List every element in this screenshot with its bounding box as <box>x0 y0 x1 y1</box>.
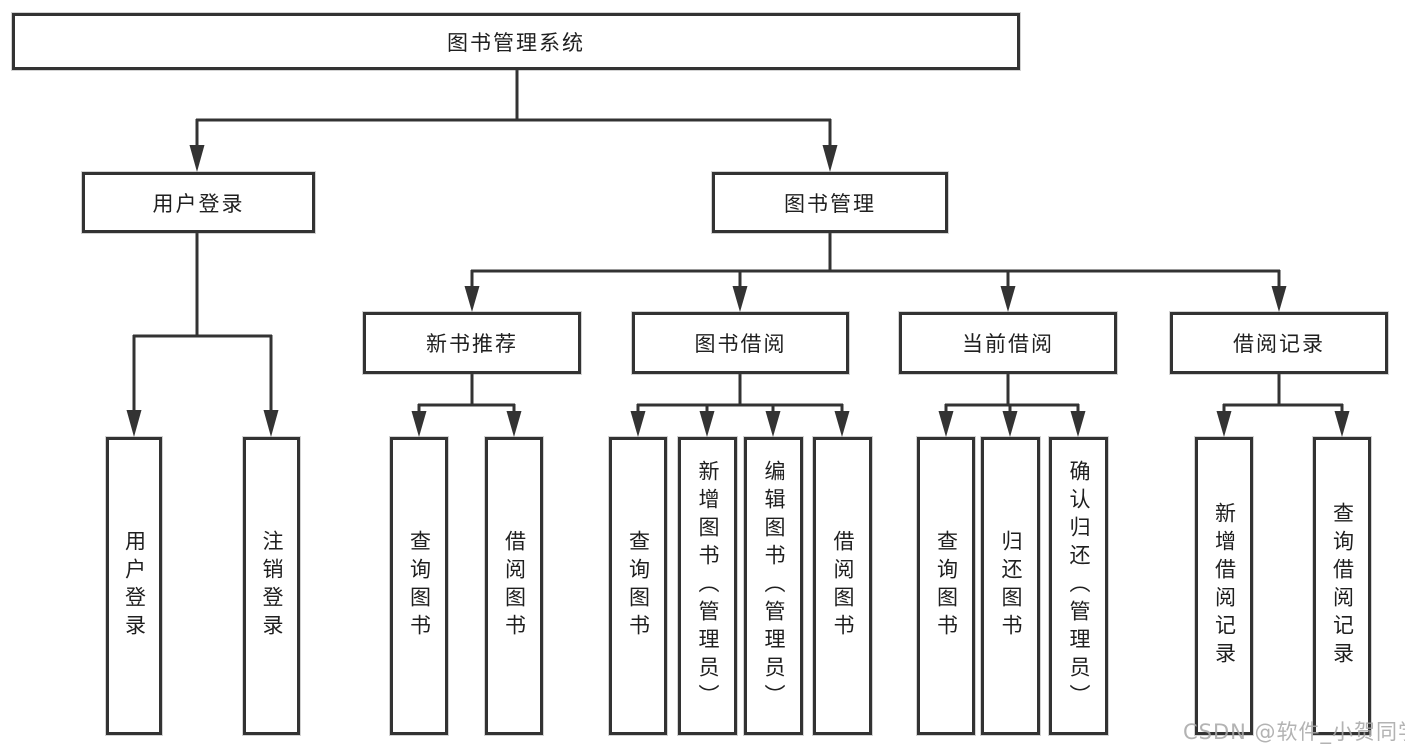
leaf-user-login-label: 用户登录 <box>122 530 147 642</box>
leaf-borrow-add-books-admin: 新增图书（管理员） <box>678 437 737 735</box>
arrowheads <box>126 145 1350 437</box>
node-user-login: 用户登录 <box>82 172 315 233</box>
leaf-records-add-record: 新增借阅记录 <box>1195 437 1253 735</box>
leaf-logout: 注销登录 <box>243 437 300 735</box>
csdn-watermark: CSDN @软件_小贺同学 <box>1183 720 1405 744</box>
leaf-current-return-books-label: 归还图书 <box>999 530 1023 642</box>
node-new-book-recommend: 新书推荐 <box>363 312 581 374</box>
node-book-borrow-label: 图书借阅 <box>694 332 787 356</box>
leaf-records-add-record-label: 新增借阅记录 <box>1212 502 1237 670</box>
leaf-newbook-borrow-books-label: 借阅图书 <box>502 530 527 642</box>
node-book-management-label: 图书管理 <box>784 191 876 216</box>
leaf-current-query-books: 查询图书 <box>917 437 975 735</box>
leaf-current-query-books-label: 查询图书 <box>934 530 959 642</box>
node-book-borrow: 图书借阅 <box>632 312 849 374</box>
leaf-records-query-record: 查询借阅记录 <box>1313 437 1371 735</box>
leaf-borrow-borrow-books: 借阅图书 <box>813 437 872 735</box>
node-borrow-records: 借阅记录 <box>1170 312 1388 374</box>
leaf-borrow-edit-books-admin-label: 编辑图书（管理员） <box>762 460 786 712</box>
node-user-login-label: 用户登录 <box>152 191 245 216</box>
node-current-borrow-label: 当前借阅 <box>962 332 1054 356</box>
leaf-borrow-add-books-admin-label: 新增图书（管理员） <box>696 460 720 712</box>
leaf-borrow-query-books: 查询图书 <box>609 437 667 735</box>
leaf-newbook-borrow-books: 借阅图书 <box>485 437 543 735</box>
node-root-system: 图书管理系统 <box>12 13 1020 70</box>
leaf-user-login: 用户登录 <box>106 437 162 735</box>
node-borrow-records-label: 借阅记录 <box>1233 332 1325 356</box>
node-book-management: 图书管理 <box>712 172 948 233</box>
leaf-current-confirm-return-admin-label: 确认归还（管理员） <box>1067 460 1091 712</box>
leaf-borrow-query-books-label: 查询图书 <box>626 530 651 642</box>
leaf-current-return-books: 归还图书 <box>981 437 1040 735</box>
node-current-borrow: 当前借阅 <box>899 312 1117 374</box>
leaf-newbook-query-books: 查询图书 <box>390 437 448 735</box>
leaf-borrow-borrow-books-label: 借阅图书 <box>831 530 855 642</box>
leaf-newbook-query-books-label: 查询图书 <box>407 530 432 642</box>
leaf-records-query-record-label: 查询借阅记录 <box>1330 502 1355 670</box>
leaf-current-confirm-return-admin: 确认归还（管理员） <box>1049 437 1108 735</box>
node-new-book-recommend-label: 新书推荐 <box>426 332 518 356</box>
leaf-borrow-edit-books-admin: 编辑图书（管理员） <box>744 437 803 735</box>
node-root-label: 图书管理系统 <box>447 30 585 55</box>
leaf-logout-label: 注销登录 <box>260 530 284 642</box>
